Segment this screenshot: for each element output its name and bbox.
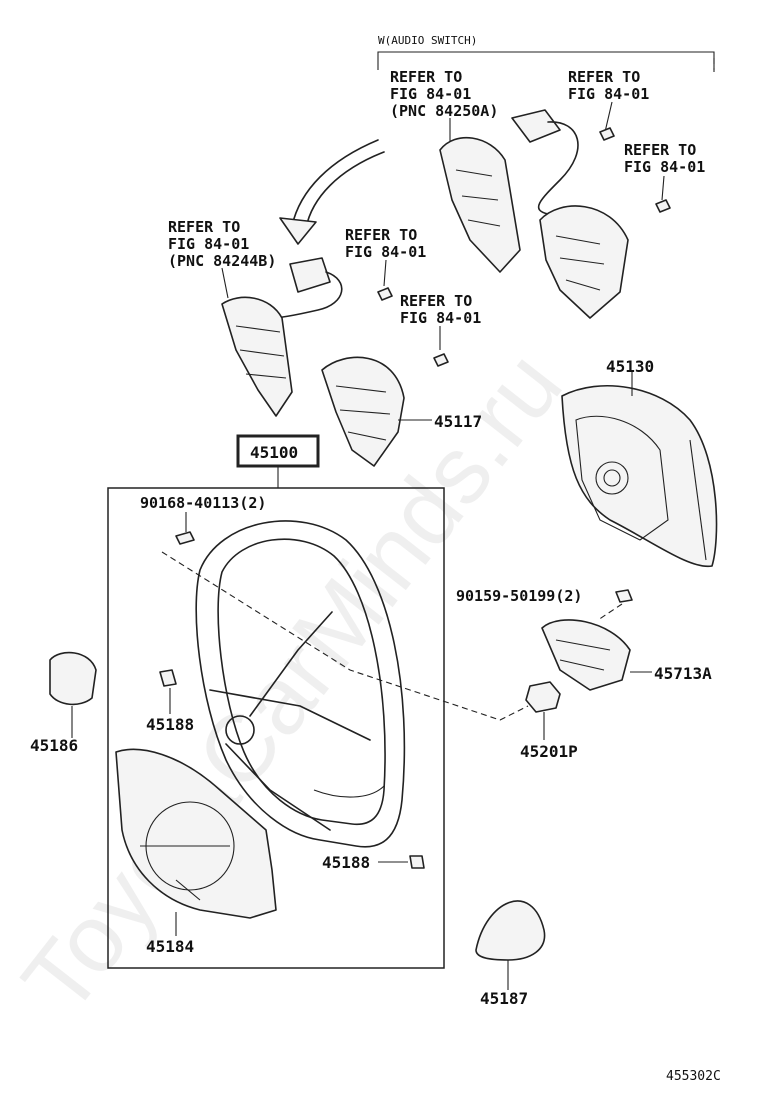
svg-text:REFER TO: REFER TO [390, 68, 462, 86]
assembly-direction-arrow [279, 139, 385, 245]
part-45201p-label: 45201P [520, 742, 578, 761]
svg-text:REFER TO: REFER TO [168, 218, 240, 236]
refer-label-2: REFER TO FIG 84-01 [568, 68, 649, 133]
refer-label-6: REFER TO FIG 84-01 [400, 292, 481, 350]
steering-wheel [195, 520, 406, 848]
part-90159-screw: 90159-50199(2) [456, 587, 633, 621]
part-45188-screw-right: 45188 [322, 853, 425, 872]
part-90168-label: 90168-40113(2) [140, 494, 266, 512]
audio-switch-right-assembly [439, 109, 671, 319]
audio-switch-left-assembly [221, 257, 449, 417]
part-45117-label: 45117 [434, 412, 482, 431]
part-45187-label: 45187 [480, 989, 528, 1008]
refer-label-5: REFER TO FIG 84-01 [345, 226, 426, 287]
part-45117-cover: 45117 [321, 356, 482, 467]
part-45130-airbag: 45130 [561, 357, 718, 568]
svg-text:(PNC 84250A): (PNC 84250A) [390, 102, 498, 120]
svg-text:REFER TO: REFER TO [400, 292, 472, 310]
svg-text:FIG 84-01: FIG 84-01 [624, 158, 705, 176]
part-45186-cap: 45186 [30, 651, 97, 755]
audio-switch-label: W(AUDIO SWITCH) [378, 34, 477, 47]
refer-label-1: REFER TO FIG 84-01 (PNC 84250A) [390, 68, 498, 142]
refer-label-4: REFER TO FIG 84-01 (PNC 84244B) [168, 218, 276, 299]
svg-text:(PNC 84244B): (PNC 84244B) [168, 252, 276, 270]
part-45188-screw-left: 45188 [146, 669, 194, 734]
svg-text:FIG 84-01: FIG 84-01 [568, 85, 649, 103]
refer-label-3: REFER TO FIG 84-01 [624, 141, 705, 201]
part-90168-bolt: 90168-40113(2) [140, 494, 529, 721]
svg-text:REFER TO: REFER TO [624, 141, 696, 159]
part-45713a-label: 45713A [654, 664, 712, 683]
audio-switch-bracket: W(AUDIO SWITCH) [377, 34, 715, 72]
svg-text:FIG 84-01: FIG 84-01 [345, 243, 426, 261]
part-45713a-cover: 45713A [541, 619, 712, 691]
svg-text:FIG 84-01: FIG 84-01 [168, 235, 249, 253]
part-45201p-nut: 45201P [520, 681, 578, 761]
part-45188-right-label: 45188 [322, 853, 370, 872]
part-45100-group: 45100 [107, 434, 445, 969]
part-45100-label: 45100 [250, 443, 298, 462]
svg-text:REFER TO: REFER TO [345, 226, 417, 244]
part-45184-cover: 45184 [115, 748, 277, 956]
part-45130-label: 45130 [606, 357, 654, 376]
diagram-code: 455302C [666, 1069, 721, 1084]
svg-text:FIG 84-01: FIG 84-01 [400, 309, 481, 327]
part-45188-left-label: 45188 [146, 715, 194, 734]
svg-text:FIG 84-01: FIG 84-01 [390, 85, 471, 103]
svg-text:REFER TO: REFER TO [568, 68, 640, 86]
part-45187-cap: 45187 [475, 900, 546, 1008]
part-90159-label: 90159-50199(2) [456, 587, 582, 605]
part-45184-label: 45184 [146, 937, 194, 956]
part-45186-label: 45186 [30, 736, 78, 755]
